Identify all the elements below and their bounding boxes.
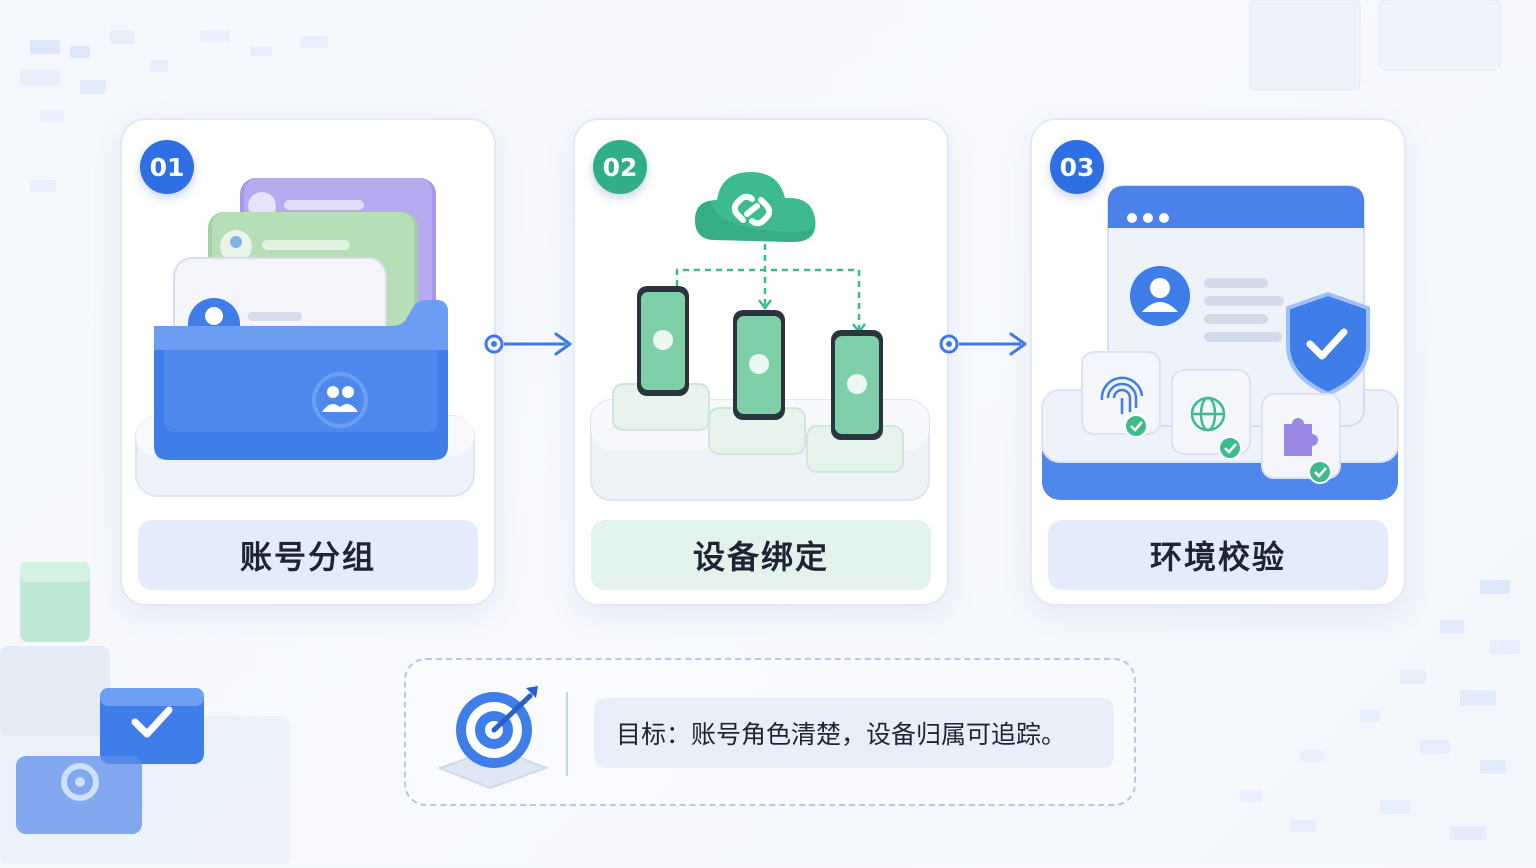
step-card-account-grouping: 01 账号分组 <box>120 118 496 606</box>
step-card-environment-check: 03 <box>1030 118 1406 606</box>
target-icon <box>430 674 560 794</box>
step-card-device-binding: 02 <box>573 118 949 606</box>
background-glass-cube-top-right <box>1230 0 1530 100</box>
flow-arrow-1 <box>484 330 574 360</box>
goal-panel: 目标：账号角色清楚，设备归属可追踪。 <box>404 658 1136 806</box>
environment-check-illustration <box>1032 120 1404 520</box>
device-cloud-illustration <box>575 120 947 520</box>
step-label: 设备绑定 <box>591 520 931 590</box>
step-label: 账号分组 <box>138 520 478 590</box>
flow-arrow-2 <box>939 330 1029 360</box>
goal-divider <box>566 692 568 776</box>
step-label: 环境校验 <box>1048 520 1388 590</box>
account-folder-illustration <box>122 120 494 520</box>
goal-text: 目标：账号角色清楚，设备归属可追踪。 <box>594 698 1114 768</box>
